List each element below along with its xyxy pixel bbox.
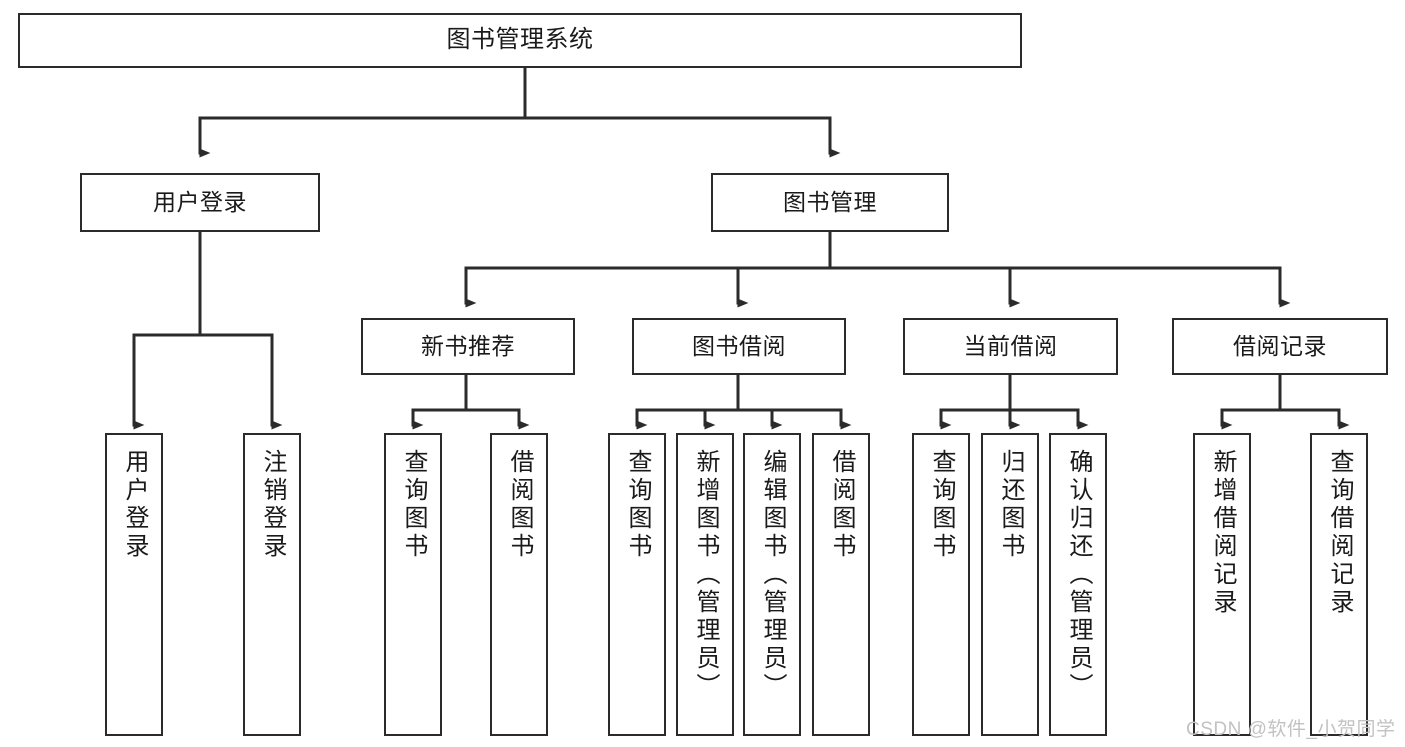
leaf-record-add-record-label: 新增借阅记录 xyxy=(1209,449,1236,617)
node-new-book-recommend-label: 新书推荐 xyxy=(421,332,515,359)
leaf-borrow-borrow-book[interactable]: 借阅图书 xyxy=(812,433,870,736)
leaf-user-login-logout-label: 注销登录 xyxy=(259,449,286,561)
leaf-borrow-borrow-book-label: 借阅图书 xyxy=(828,449,855,561)
leaf-recommend-borrow-book[interactable]: 借阅图书 xyxy=(490,433,548,736)
leaf-current-return-book-label: 归还图书 xyxy=(997,449,1024,561)
leaf-current-confirm-return-label: 确认归还（管理员） xyxy=(1065,449,1092,701)
node-user-login-label: 用户登录 xyxy=(153,188,247,215)
leaf-borrow-add-book-label: 新增图书（管理员） xyxy=(692,449,719,701)
leaf-current-return-book[interactable]: 归还图书 xyxy=(981,433,1039,736)
node-book-borrow-label: 图书借阅 xyxy=(692,332,786,359)
leaf-user-login-login-label: 用户登录 xyxy=(121,449,148,561)
node-new-book-recommend[interactable]: 新书推荐 xyxy=(361,318,575,375)
node-current-borrow-label: 当前借阅 xyxy=(963,332,1058,359)
leaf-record-add-record[interactable]: 新增借阅记录 xyxy=(1193,433,1251,736)
leaf-record-query-record[interactable]: 查询借阅记录 xyxy=(1310,433,1368,736)
node-borrow-record-label: 借阅记录 xyxy=(1233,332,1327,359)
leaf-borrow-query-book-label: 查询图书 xyxy=(624,449,651,561)
leaf-recommend-query-book[interactable]: 查询图书 xyxy=(384,433,442,736)
leaf-borrow-add-book[interactable]: 新增图书（管理员） xyxy=(676,433,734,736)
leaf-recommend-query-book-label: 查询图书 xyxy=(400,449,427,561)
leaf-current-query-book[interactable]: 查询图书 xyxy=(912,433,970,736)
node-book-borrow[interactable]: 图书借阅 xyxy=(632,318,846,375)
leaf-borrow-edit-book-label: 编辑图书（管理员） xyxy=(759,449,786,701)
leaf-recommend-borrow-book-label: 借阅图书 xyxy=(506,449,533,561)
node-user-login[interactable]: 用户登录 xyxy=(80,173,320,232)
leaf-record-query-record-label: 查询借阅记录 xyxy=(1326,449,1353,617)
node-borrow-record[interactable]: 借阅记录 xyxy=(1172,318,1388,375)
node-root-label: 图书管理系统 xyxy=(446,26,594,54)
node-book-management-label: 图书管理 xyxy=(783,188,877,215)
leaf-user-login-login[interactable]: 用户登录 xyxy=(105,433,163,736)
leaf-borrow-query-book[interactable]: 查询图书 xyxy=(608,433,666,736)
leaf-current-confirm-return[interactable]: 确认归还（管理员） xyxy=(1049,433,1107,736)
leaf-current-query-book-label: 查询图书 xyxy=(928,449,955,561)
node-current-borrow[interactable]: 当前借阅 xyxy=(903,318,1118,375)
watermark-text: CSDN @软件_小贺同学 xyxy=(1186,719,1396,740)
leaf-user-login-logout[interactable]: 注销登录 xyxy=(243,433,301,736)
node-book-management[interactable]: 图书管理 xyxy=(711,173,949,232)
node-root[interactable]: 图书管理系统 xyxy=(18,13,1022,68)
leaf-borrow-edit-book[interactable]: 编辑图书（管理员） xyxy=(743,433,801,736)
